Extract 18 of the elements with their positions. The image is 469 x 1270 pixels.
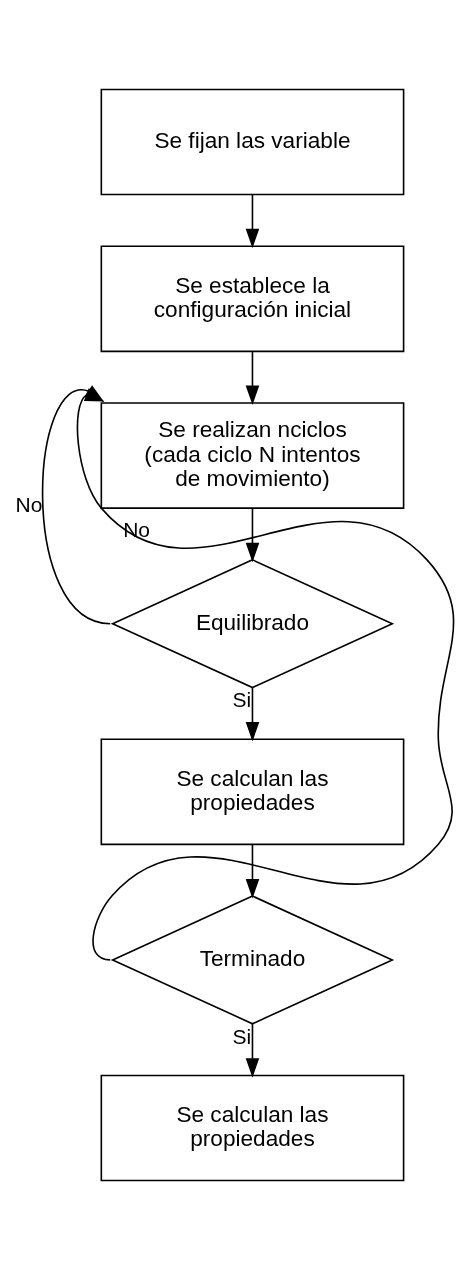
arrow (245, 1023, 260, 1078)
node-diamond: Terminado (110, 895, 395, 1025)
node-box: Se realizan nciclos (cada ciclo N intentos de movimiento) (100, 402, 405, 509)
arrow (245, 507, 260, 563)
arrow (245, 686, 260, 742)
arrow (245, 193, 260, 249)
edge-label: No (123, 518, 151, 542)
edge-label: No (15, 492, 43, 516)
node-box: Se establece la configuración inicial (100, 245, 405, 353)
edge-label: Si (232, 688, 252, 712)
node-box: Se calculan las propiedades (100, 738, 405, 846)
node-diamond: Equilibrado (110, 558, 395, 689)
arrow (245, 350, 260, 405)
arrow (245, 843, 260, 899)
arrow (76, 388, 455, 961)
edge-label: Si (232, 1024, 252, 1048)
node-box: Se calculan las propiedades (100, 1074, 405, 1182)
node-box: Se fijan las variable (100, 88, 405, 196)
